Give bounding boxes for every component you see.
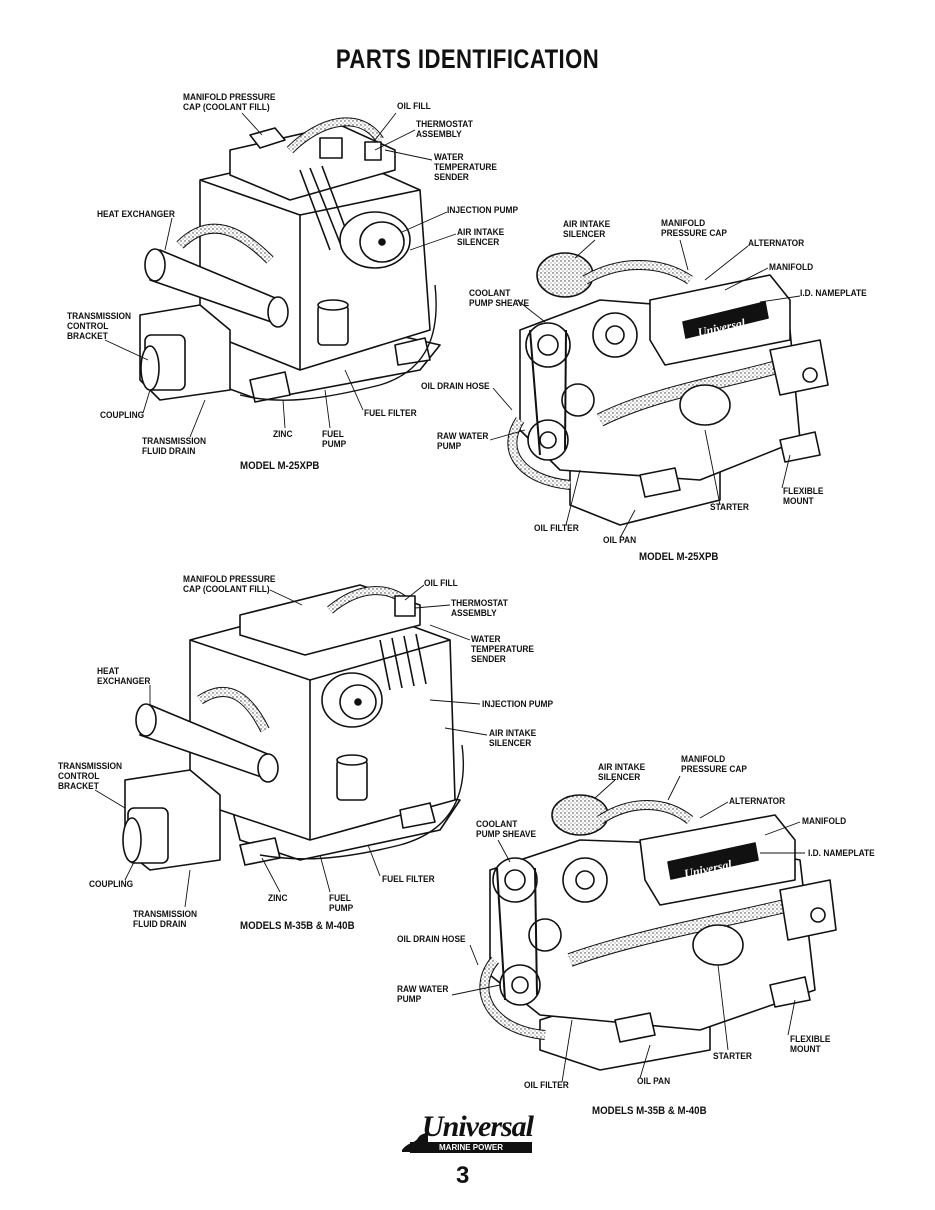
- label-thermostat-assembly: THERMOSTAT ASSEMBLY: [416, 119, 473, 140]
- engine-drawing-m35b-m40b-right: Universal: [479, 794, 837, 1071]
- label-raw-water-pump: RAW WATER PUMP: [397, 984, 449, 1005]
- label-air-intake-silencer: AIR INTAKE SILENCER: [457, 227, 505, 248]
- engine-drawing-m25xpb-left: [139, 117, 441, 403]
- label-manifold-pressure-cap: MANIFOLD PRESSURE CAP (COOLANT FILL): [183, 574, 276, 595]
- model-caption: MODELS M-35B & M-40B: [592, 1105, 707, 1117]
- label-air-intake-silencer: AIR INTAKE SILENCER: [489, 728, 537, 749]
- label-coolant-pump-sheave: COOLANT PUMP SHEAVE: [469, 288, 530, 309]
- logo-tagline: MARINE POWER: [410, 1142, 532, 1153]
- leader-lines-engine-3: [94, 584, 488, 908]
- label-manifold-pressure-cap: MANIFOLD PRESSURE CAP (COOLANT FILL): [183, 92, 276, 113]
- label-oil-pan: OIL PAN: [603, 535, 637, 546]
- page-title: PARTS IDENTIFICATION: [335, 44, 600, 74]
- label-starter: STARTER: [713, 1051, 752, 1062]
- label-manifold: MANIFOLD: [769, 262, 814, 273]
- leader-lines-engine-1: [104, 112, 457, 438]
- leader-lines-engine-2: [489, 239, 801, 539]
- label-fuel-pump: FUEL PUMP: [329, 893, 354, 914]
- engine-drawing-m35b-m40b-left: [122, 584, 465, 871]
- label-raw-water-pump: RAW WATER PUMP: [437, 431, 489, 452]
- label-oil-fill: OIL FILL: [397, 101, 431, 112]
- label-oil-fill: OIL FILL: [424, 578, 458, 589]
- label-transmission-control-bracket: TRANSMISSION CONTROL BRACKET: [58, 761, 123, 792]
- label-transmission-fluid-drain: TRANSMISSION FLUID DRAIN: [142, 436, 207, 457]
- label-oil-filter: OIL FILTER: [534, 523, 579, 534]
- label-starter: STARTER: [710, 502, 749, 513]
- label-transmission-control-bracket: TRANSMISSION CONTROL BRACKET: [67, 311, 132, 342]
- model-caption: MODEL M-25XPB: [639, 551, 719, 563]
- label-flexible-mount: FLEXIBLE MOUNT: [790, 1034, 831, 1055]
- label-zinc: ZINC: [273, 429, 293, 440]
- label-id-nameplate: I.D. NAMEPLATE: [800, 288, 867, 299]
- label-manifold: MANIFOLD: [802, 816, 847, 827]
- label-oil-drain-hose: OIL DRAIN HOSE: [421, 381, 490, 392]
- model-caption: MODELS M-35B & M-40B: [240, 920, 355, 932]
- universal-logo: Universal MARINE POWER: [400, 1110, 540, 1153]
- label-fuel-filter: FUEL FILTER: [382, 874, 435, 885]
- label-id-nameplate: I.D. NAMEPLATE: [808, 848, 875, 859]
- label-thermostat-assembly: THERMOSTAT ASSEMBLY: [451, 598, 508, 619]
- label-alternator: ALTERNATOR: [748, 238, 805, 249]
- label-manifold-pressure-cap: MANIFOLD PRESSURE CAP: [661, 218, 727, 239]
- label-oil-pan: OIL PAN: [637, 1076, 671, 1087]
- label-flexible-mount: FLEXIBLE MOUNT: [783, 486, 824, 507]
- label-water-temperature-sender: WATER TEMPERATURE SENDER: [471, 634, 535, 665]
- engine-drawing-m25xpb-right: Universal: [507, 252, 829, 526]
- label-heat-exchanger: HEAT EXCHANGER: [97, 209, 175, 220]
- label-heat-exchanger: HEAT EXCHANGER: [97, 666, 151, 687]
- label-injection-pump: INJECTION PUMP: [482, 699, 554, 710]
- label-oil-drain-hose: OIL DRAIN HOSE: [397, 934, 466, 945]
- logo-brand: Universal: [422, 1110, 534, 1143]
- label-water-temperature-sender: WATER TEMPERATURE SENDER: [434, 152, 498, 183]
- page-number: 3: [456, 1162, 470, 1189]
- leader-lines-engine-4: [451, 775, 805, 1083]
- label-injection-pump: INJECTION PUMP: [447, 205, 519, 216]
- label-manifold-pressure-cap: MANIFOLD PRESSURE CAP: [681, 754, 747, 775]
- label-alternator: ALTERNATOR: [729, 796, 786, 807]
- label-oil-filter: OIL FILTER: [524, 1080, 569, 1091]
- label-zinc: ZINC: [268, 893, 288, 904]
- label-coupling: COUPLING: [89, 879, 134, 890]
- label-fuel-pump: FUEL PUMP: [322, 429, 347, 450]
- label-transmission-fluid-drain: TRANSMISSION FLUID DRAIN: [133, 909, 198, 930]
- model-caption: MODEL M-25XPB: [240, 460, 320, 472]
- label-air-intake-silencer: AIR INTAKE SILENCER: [563, 219, 611, 240]
- label-fuel-filter: FUEL FILTER: [364, 408, 417, 419]
- label-coupling: COUPLING: [100, 410, 145, 421]
- label-coolant-pump-sheave: COOLANT PUMP SHEAVE: [476, 819, 537, 840]
- label-air-intake-silencer: AIR INTAKE SILENCER: [598, 762, 646, 783]
